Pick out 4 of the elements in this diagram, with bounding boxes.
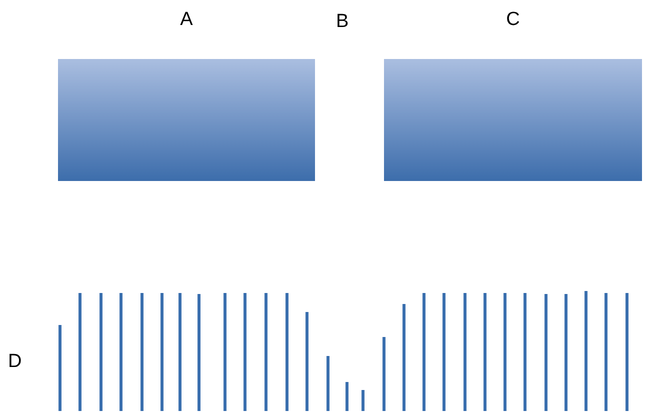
box-heading: C xyxy=(506,8,520,32)
box-heading: A xyxy=(180,8,193,32)
letter-label: D xyxy=(8,350,22,374)
letter-label: B xyxy=(336,10,349,34)
